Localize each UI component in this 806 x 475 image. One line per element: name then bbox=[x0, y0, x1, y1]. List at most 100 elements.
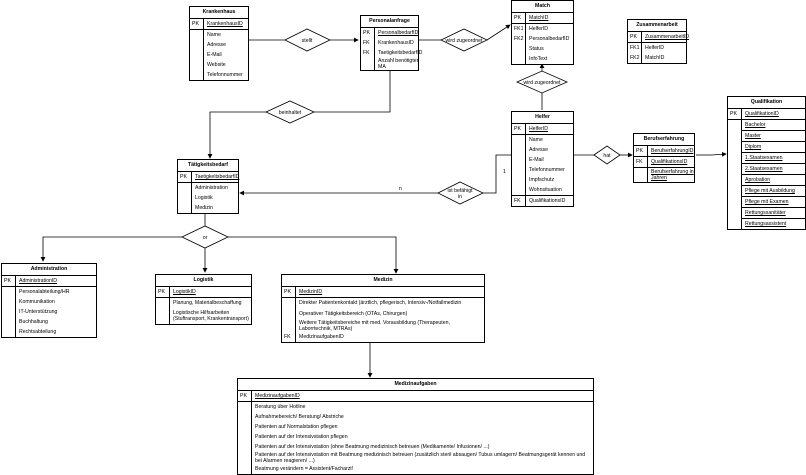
attribute: Bachelor bbox=[745, 121, 766, 128]
primary-key: TaetigkeitsbedarfID bbox=[195, 173, 240, 180]
attribute: Beatmung verändern = Assistent/Facharzt! bbox=[255, 466, 354, 473]
relation-hat: hat bbox=[593, 145, 621, 165]
foreign-key: MedizinaufgabenID bbox=[299, 334, 344, 341]
attribute: Patienten auf der Intensivstation (ohne … bbox=[255, 443, 490, 450]
cardinality-1: 1 bbox=[503, 169, 506, 175]
attribute: Planung, Materialbeschaffung bbox=[173, 299, 242, 306]
relation-ist-befaehigt-label-2: in bbox=[458, 194, 462, 200]
relation-stellt-label: stellt bbox=[302, 38, 313, 44]
attribute: Beratung über Hotline bbox=[255, 403, 306, 410]
entity-title: Medizin bbox=[282, 275, 484, 287]
entity-title: Personalanfrage bbox=[361, 16, 418, 28]
key-label: FK bbox=[363, 40, 370, 46]
primary-key: MedizinaufgabenID bbox=[255, 392, 300, 399]
attribute: Pflege mit Ausbildung bbox=[745, 187, 795, 194]
foreign-key: QualifikationsID bbox=[529, 197, 566, 204]
foreign-key: HelferID bbox=[529, 25, 549, 32]
attribute: Kommunikation bbox=[19, 298, 55, 305]
key-label: FK bbox=[363, 50, 370, 56]
attribute: Aufnahmebereich/ Beratung/ Abstriche bbox=[255, 413, 344, 420]
relation-wird-zugeordnet-label: wird zugeordnet bbox=[446, 38, 483, 44]
relation-stellt: stellt bbox=[284, 28, 331, 52]
attribute: 1.Staatsexamen bbox=[745, 154, 783, 161]
relation-wird-zugeordnet-helfer: wird zugeordnet bbox=[516, 70, 568, 94]
entity-personalanfrage: Personalanfrage PK FK FK PersonalbedarfI… bbox=[360, 15, 422, 72]
primary-key: ZusammenarbeitID bbox=[645, 33, 690, 40]
foreign-key: HelferID bbox=[645, 44, 665, 51]
attribute: Direkter Patientenkontakt (ärztlich, pfl… bbox=[299, 300, 462, 307]
entity-qualifikation: Qualifikation PK QualifikationID Bachelo… bbox=[727, 96, 806, 230]
key-label: FK1 bbox=[514, 26, 524, 32]
primary-key: MedizinID bbox=[299, 288, 323, 295]
primary-key: QualifikationID bbox=[745, 110, 779, 117]
attribute: Adresse bbox=[529, 146, 549, 153]
attribute: Patienten auf der Intensivstation mit Be… bbox=[255, 452, 586, 465]
key-label: FK bbox=[284, 334, 291, 341]
key-label: FK2 bbox=[630, 55, 640, 61]
entity-match: Match PK MatchID FK1 FK2 HelferID Person… bbox=[511, 0, 574, 65]
attribute: Wohnsituation bbox=[529, 186, 562, 193]
entity-administration: Administration PK AdministrationID Perso… bbox=[1, 263, 97, 338]
attribute: Telefonnummer bbox=[529, 166, 565, 173]
key-label: FK bbox=[514, 198, 521, 204]
entity-medizin: Medizin PK MedizinID Direkter Patientenk… bbox=[281, 274, 485, 344]
attribute: Rechtsabteilung bbox=[19, 328, 57, 335]
attribute: E-Mail bbox=[529, 156, 544, 163]
attribute: Rettungssanitäter bbox=[745, 209, 786, 216]
primary-key: KrankenhausID bbox=[207, 20, 243, 27]
attribute: InfoText bbox=[529, 55, 548, 62]
attribute: Anzahl benötigter MA bbox=[378, 58, 419, 71]
primary-key: LogistikID bbox=[173, 288, 196, 295]
entity-title: Krankenhaus bbox=[190, 7, 248, 19]
relation-or: or bbox=[181, 225, 229, 249]
attribute: Patienten auf Normalstation pflegen bbox=[255, 423, 338, 430]
entity-title: Medizinaufgaben bbox=[238, 379, 593, 391]
key-label: PK bbox=[240, 393, 247, 399]
attribute: Logistik bbox=[195, 194, 213, 201]
key-label: FK2 bbox=[514, 36, 524, 42]
primary-key: PersonalbedarfID bbox=[378, 29, 419, 36]
key-label: PK bbox=[636, 148, 643, 154]
primary-key: BerufserfahrungID bbox=[651, 147, 694, 154]
foreign-key: PersonalbedarfID bbox=[529, 35, 570, 42]
key-label: PK bbox=[730, 111, 737, 117]
entity-title: Match bbox=[512, 1, 573, 13]
relation-ist-befaehigt-label: ist befähigt bbox=[447, 188, 473, 194]
attribute: Diplom bbox=[745, 143, 762, 150]
foreign-key: KrankenhausID bbox=[378, 39, 414, 46]
attribute: IT-Unterstützung bbox=[19, 308, 58, 315]
attribute: Telefonnummer bbox=[207, 71, 243, 78]
attribute: Master bbox=[745, 132, 761, 139]
attribute: Website bbox=[207, 61, 226, 68]
entity-medizinaufgaben: Medizinaufgaben PK MedizinaufgabenID Ber… bbox=[237, 378, 594, 475]
attribute: Rettungsassistent bbox=[745, 220, 787, 227]
attribute: Operativer Tätigkeitsbereich (OTAs, Chir… bbox=[299, 311, 408, 318]
attribute: Logistische Hilfsarbeiten (Stuftransport… bbox=[173, 309, 249, 322]
cardinality-n: n bbox=[399, 186, 402, 192]
key-label: PK bbox=[630, 34, 637, 40]
entity-title: Administration bbox=[2, 264, 96, 276]
key-label: PK bbox=[192, 21, 199, 27]
attribute: Administration bbox=[195, 184, 228, 191]
relation-beinhaltet: beinhaltet bbox=[265, 100, 315, 124]
primary-key: AdministrationID bbox=[19, 277, 58, 284]
attribute: Name bbox=[529, 136, 543, 143]
attribute: Buchhaltung bbox=[19, 318, 48, 325]
entity-title: Logistik bbox=[156, 275, 251, 287]
attribute: Name bbox=[207, 31, 221, 38]
entity-helfer: Helfer PK HelferID Name Adresse E-Mail T… bbox=[511, 111, 574, 207]
key-label: PK bbox=[284, 289, 291, 295]
attribute: 2.Staatsexamen bbox=[745, 165, 783, 172]
primary-key: HelferID bbox=[529, 125, 549, 132]
entity-title: Zusammenarbeit bbox=[628, 20, 686, 32]
attribute: E-Mail bbox=[207, 51, 222, 58]
key-label: PK bbox=[180, 174, 187, 180]
relation-ist-befaehigt-in: ist befähigt in bbox=[437, 181, 484, 205]
attribute: Impfschutz bbox=[529, 176, 555, 183]
foreign-key: MatchID bbox=[645, 54, 665, 61]
relation-hat-label: hat bbox=[603, 153, 611, 159]
relation-wird-zugeordnet-personalanfrage: wird zugeordnet bbox=[440, 28, 488, 52]
entity-taetigkeitsbedarf: Tätigkeitsbedarf PK TaetigkeitsbedarfID … bbox=[177, 159, 239, 214]
key-label: PK bbox=[4, 278, 11, 284]
